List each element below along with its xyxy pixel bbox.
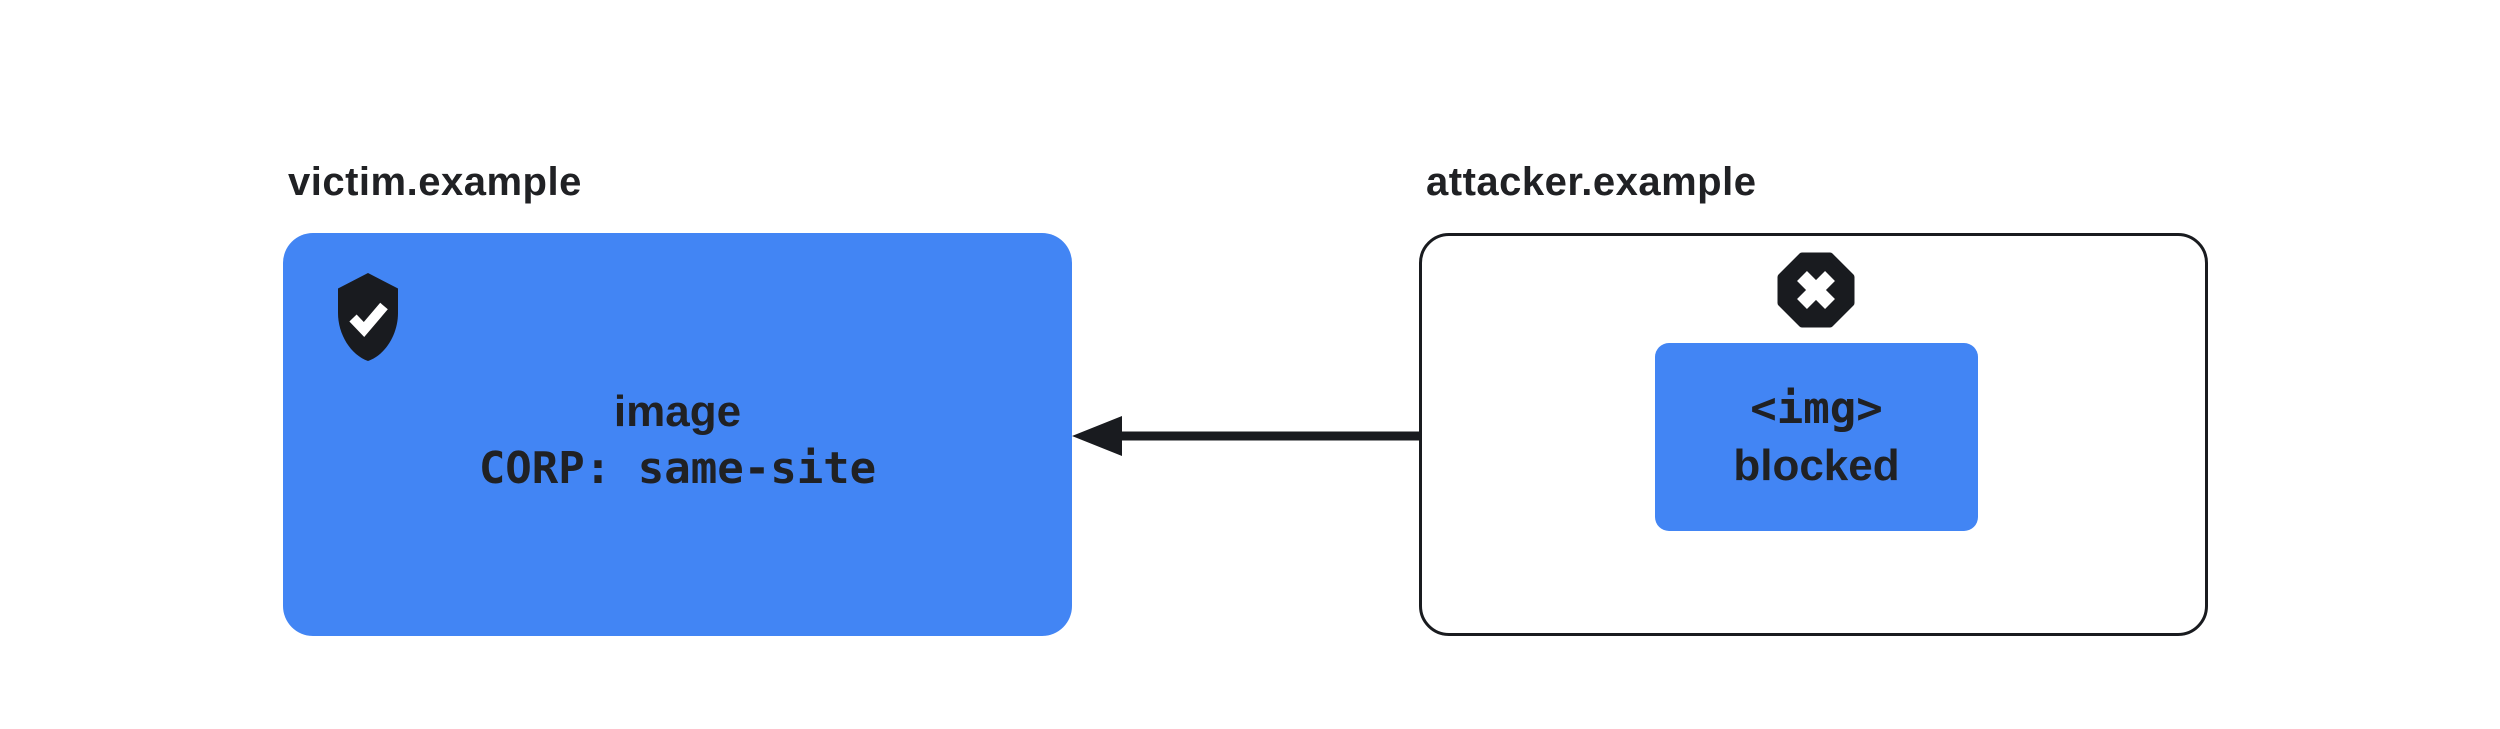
victim-site-box: image CORP: same-site (283, 233, 1072, 636)
shield-check-icon (328, 270, 408, 364)
attacker-site-box: <img> blocked (1419, 233, 2208, 636)
victim-domain-label: victim.example (288, 160, 582, 204)
img-tag-label: <img> (1750, 383, 1883, 434)
blocked-cross-icon (1777, 252, 1855, 328)
img-request-box: <img> blocked (1655, 343, 1978, 531)
request-arrow (1072, 410, 1660, 462)
victim-resource-name: image (613, 387, 742, 436)
victim-corp-header: CORP: same-site (478, 443, 877, 494)
attacker-domain-label: attacker.example (1426, 160, 1757, 204)
blocked-label: blocked (1733, 441, 1900, 490)
victim-resource-text: image CORP: same-site (283, 383, 1072, 497)
